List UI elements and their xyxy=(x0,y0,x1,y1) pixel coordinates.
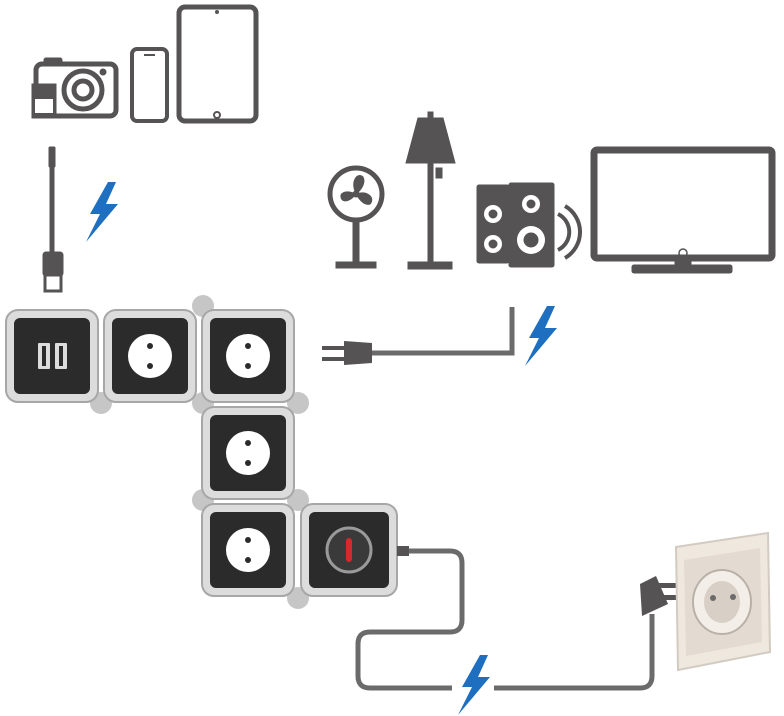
socket-icon xyxy=(226,528,270,572)
socket-module xyxy=(201,503,295,597)
smartphone-icon xyxy=(130,47,169,123)
mains-cable xyxy=(355,548,685,691)
switch-module xyxy=(300,503,409,597)
socket-module xyxy=(103,309,197,403)
power-bolt-icon xyxy=(86,182,118,242)
power-bolt-icon xyxy=(458,655,490,715)
tv-icon xyxy=(590,146,776,274)
wall-outlet-icon xyxy=(674,531,772,672)
usb-port-icon xyxy=(55,343,67,369)
socket-module xyxy=(201,406,295,500)
tablet-icon xyxy=(176,4,259,124)
speakers-icon xyxy=(476,182,583,268)
socket-icon xyxy=(128,334,172,378)
socket-icon xyxy=(226,431,270,475)
usb-cable xyxy=(42,146,64,293)
usb-port-icon xyxy=(38,343,50,369)
fan-icon xyxy=(327,165,385,269)
socket-module xyxy=(201,309,295,403)
appliance-plug-cable xyxy=(322,307,515,365)
power-strip xyxy=(5,295,409,609)
floor-lamp-icon xyxy=(405,111,456,270)
power-bolt-icon xyxy=(525,306,557,366)
socket-icon xyxy=(226,334,270,378)
usb-module xyxy=(5,309,99,403)
sd-card-icon xyxy=(31,83,57,119)
